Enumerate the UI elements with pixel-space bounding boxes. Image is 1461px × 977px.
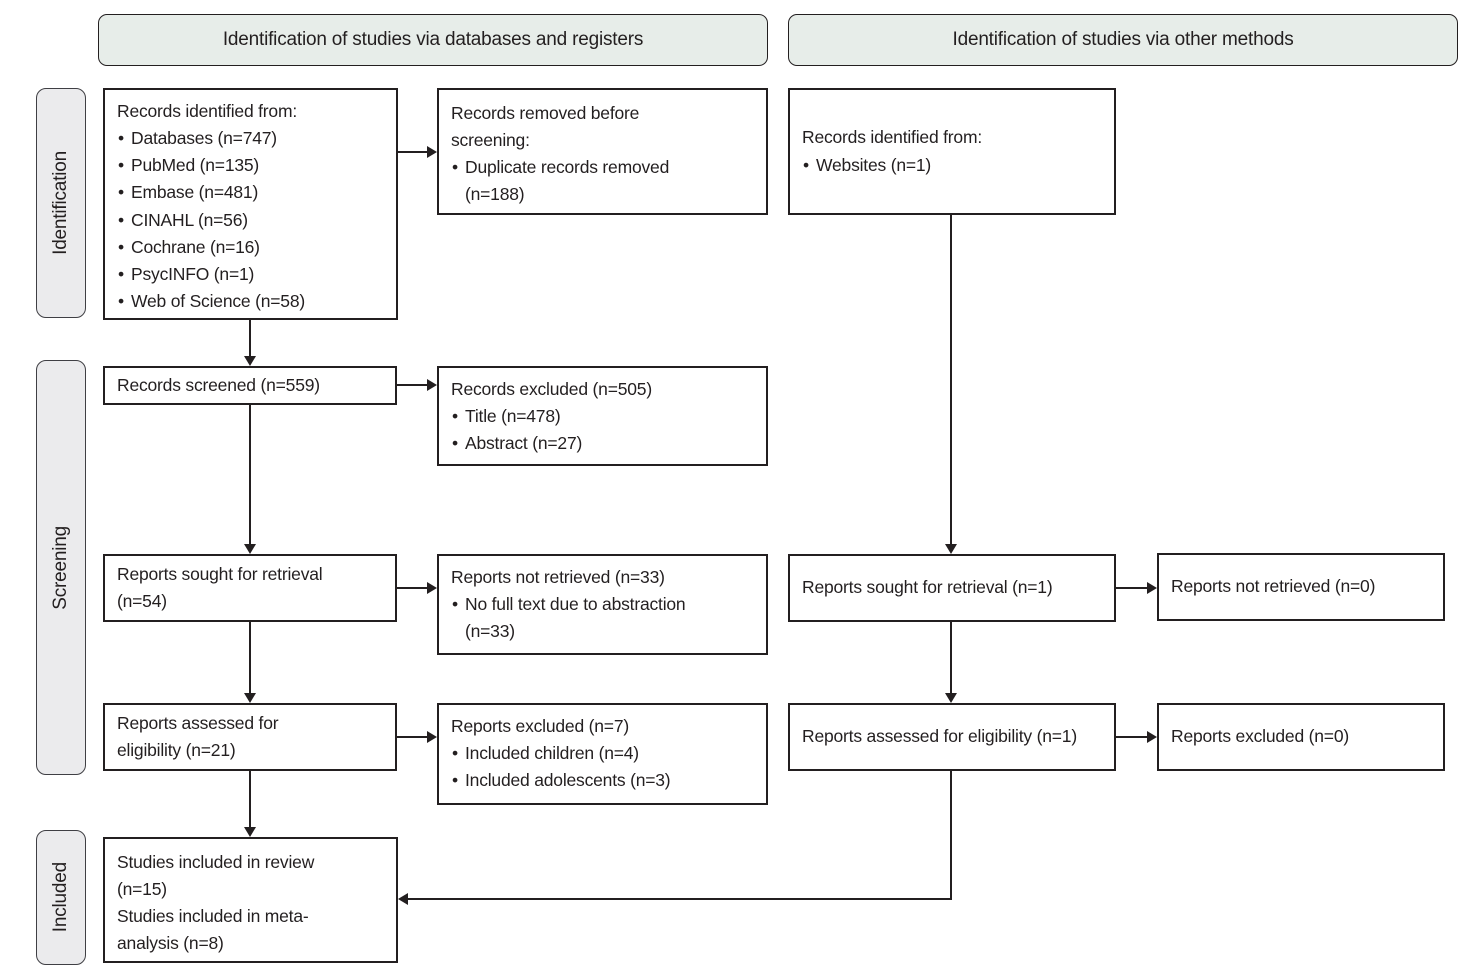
box-records-identified-websites: Records identified from: Websites (n=1) xyxy=(788,88,1116,215)
list-item: Databases (n=747) xyxy=(117,125,384,152)
list-item: No full text due to abstraction (n=33) xyxy=(451,591,739,645)
stage-label-text: Screening xyxy=(50,525,71,610)
list-item: Title (n=478) xyxy=(451,403,754,430)
list-item: Included children (n=4) xyxy=(451,740,754,767)
box-records-excluded: Records excluded (n=505) Title (n=478) A… xyxy=(437,366,768,466)
box-records-identified-databases: Records identified from: Databases (n=74… xyxy=(103,88,398,320)
stage-label-text: Included xyxy=(50,862,71,933)
box-reports-excluded-other: Reports excluded (n=0) xyxy=(1157,703,1445,771)
list-item: PsycINFO (n=1) xyxy=(117,261,384,288)
box-records-removed-before-screening: Records removed before screening: Duplic… xyxy=(437,88,768,215)
list-item: Web of Science (n=58) xyxy=(117,288,384,315)
box-title: Records removed before screening: xyxy=(451,103,640,151)
list-item: PubMed (n=135) xyxy=(117,152,384,179)
stage-label-identification: Identification xyxy=(36,88,86,318)
box-line: Studies included in meta-analysis (n=8) xyxy=(117,906,309,954)
box-title: Reports assessed for eligibility (n=1) xyxy=(802,726,1077,747)
list-item: CINAHL (n=56) xyxy=(117,207,384,234)
box-reports-sought-other: Reports sought for retrieval (n=1) xyxy=(788,554,1116,622)
box-title: Reports not retrieved (n=0) xyxy=(1171,576,1376,597)
box-reports-not-retrieved-databases: Reports not retrieved (n=33) No full tex… xyxy=(437,554,768,655)
list-item: Included adolescents (n=3) xyxy=(451,767,754,794)
box-studies-included: Studies included in review (n=15) Studie… xyxy=(103,837,398,963)
box-title: Reports sought for retrieval (n=1) xyxy=(802,577,1053,598)
stage-label-text: Identification xyxy=(50,151,71,255)
stage-label-screening: Screening xyxy=(36,360,86,775)
header-other-methods: Identification of studies via other meth… xyxy=(788,14,1458,66)
list-item: Embase (n=481) xyxy=(117,179,384,206)
box-records-screened: Records screened (n=559) xyxy=(103,366,397,405)
box-title: Reports not retrieved (n=33) xyxy=(451,567,665,587)
stage-label-included: Included xyxy=(36,830,86,965)
box-title: Records excluded (n=505) xyxy=(451,379,652,399)
list-item: Websites (n=1) xyxy=(802,152,1102,179)
box-title: Records identified from: xyxy=(802,127,983,148)
box-reports-assessed-databases: Reports assessed for eligibility (n=21) xyxy=(103,703,397,771)
box-reports-assessed-other: Reports assessed for eligibility (n=1) xyxy=(788,703,1116,771)
box-reports-sought-databases: Reports sought for retrieval (n=54) xyxy=(103,554,397,622)
box-line: Studies included in review (n=15) xyxy=(117,852,315,900)
box-reports-not-retrieved-other: Reports not retrieved (n=0) xyxy=(1157,553,1445,621)
box-title: Reports excluded (n=0) xyxy=(1171,726,1349,747)
box-reports-excluded-databases: Reports excluded (n=7) Included children… xyxy=(437,703,768,805)
box-title: Reports assessed for eligibility (n=21) xyxy=(117,712,279,760)
list-item: Cochrane (n=16) xyxy=(117,234,384,261)
box-title: Records screened (n=559) xyxy=(117,374,320,395)
box-title: Reports excluded (n=7) xyxy=(451,716,629,736)
list-item: Duplicate records removed (n=188) xyxy=(451,154,723,208)
box-title: Records identified from: xyxy=(117,101,298,121)
list-item: Abstract (n=27) xyxy=(451,430,754,457)
header-databases-registers: Identification of studies via databases … xyxy=(98,14,768,66)
box-title: Reports sought for retrieval (n=54) xyxy=(117,563,323,611)
